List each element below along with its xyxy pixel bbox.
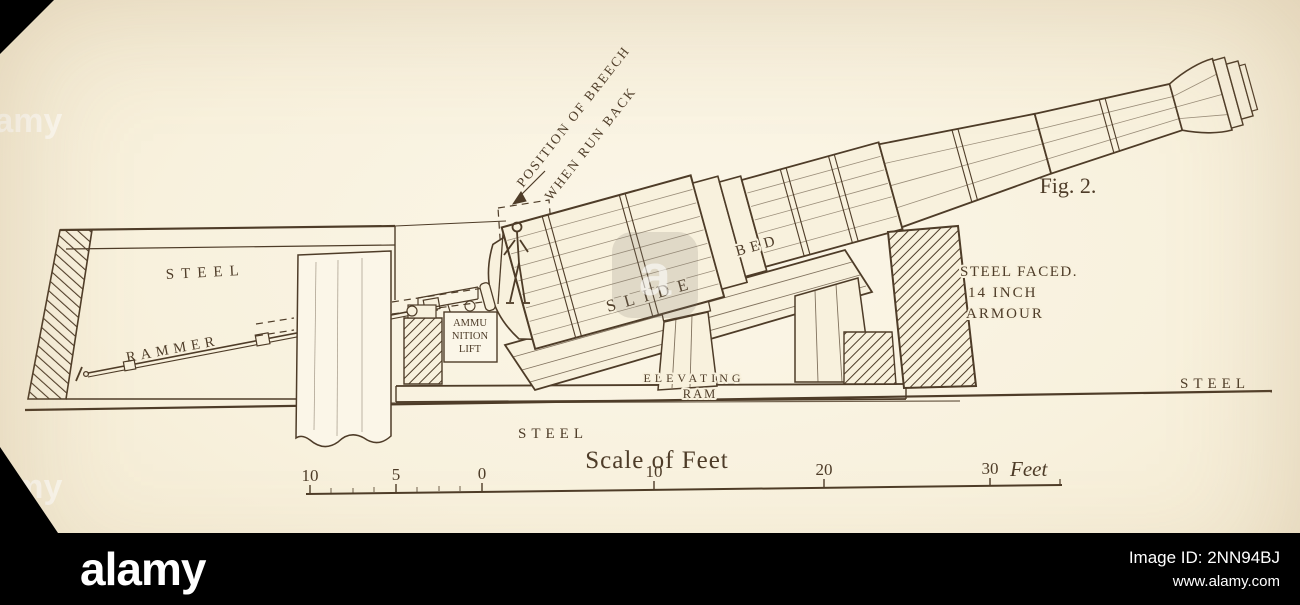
ammunition-lift <box>403 300 498 385</box>
scale-unit: Feet <box>1009 457 1048 481</box>
label-ammo-line2: NITION <box>452 331 489 342</box>
label-elevating: ELEVATING <box>643 371 744 385</box>
label-steel-wall: STEEL <box>165 263 246 283</box>
image-id: Image ID: 2NN94BJ <box>1128 548 1280 567</box>
scale-bar <box>305 478 1063 495</box>
alamy-url: www.alamy.com <box>1172 572 1280 590</box>
label-ammo-line1: AMMU <box>453 318 487 329</box>
scale-tick-10l: 10 <box>302 466 319 485</box>
gun-barrel <box>479 56 1259 351</box>
scale-tick-20: 20 <box>816 460 833 479</box>
breech-leader-arrow <box>511 170 546 205</box>
label-steel-ground-bottom: STEEL <box>518 426 588 442</box>
label-armour-line1: STEEL FACED. <box>960 264 1078 280</box>
elevating-ram <box>657 300 718 391</box>
scale-tick-30: 30 <box>982 459 999 478</box>
left-parapet-wall <box>27 220 507 400</box>
gunner-figure <box>497 221 530 305</box>
label-armour-line3: ARMOUR <box>966 306 1044 322</box>
armour-block <box>886 224 978 390</box>
scale-title: Scale of Feet <box>585 447 729 474</box>
base-frame <box>395 383 907 403</box>
corner-cut-bottom-left <box>0 447 58 533</box>
scale-tick-5: 5 <box>392 465 401 484</box>
alamy-footer-bar: alamy Image ID: 2NN94BJ www.alamy.com <box>0 533 1300 605</box>
label-steel-ground-right: STEEL <box>1180 376 1250 392</box>
alamy-logo: alamy <box>80 543 206 595</box>
label-armour-line2: 14 INCH <box>968 285 1037 301</box>
corner-cut-top-left <box>0 0 54 54</box>
label-ammo-line3: LIFT <box>459 344 482 355</box>
hanging-canvas <box>295 250 392 448</box>
front-support <box>794 277 897 385</box>
gun-diagram: POSITION OF BREECH WHEN RUN BACK STEEL R… <box>24 43 1273 495</box>
scale-tick-0: 0 <box>478 464 487 483</box>
scale-tick-10r: 10 <box>646 462 663 481</box>
image-credit-block: Image ID: 2NN94BJ www.alamy.com <box>1129 545 1280 593</box>
label-ram: RAM <box>683 387 717 401</box>
figure-caption: Fig. 2. <box>1040 173 1097 198</box>
